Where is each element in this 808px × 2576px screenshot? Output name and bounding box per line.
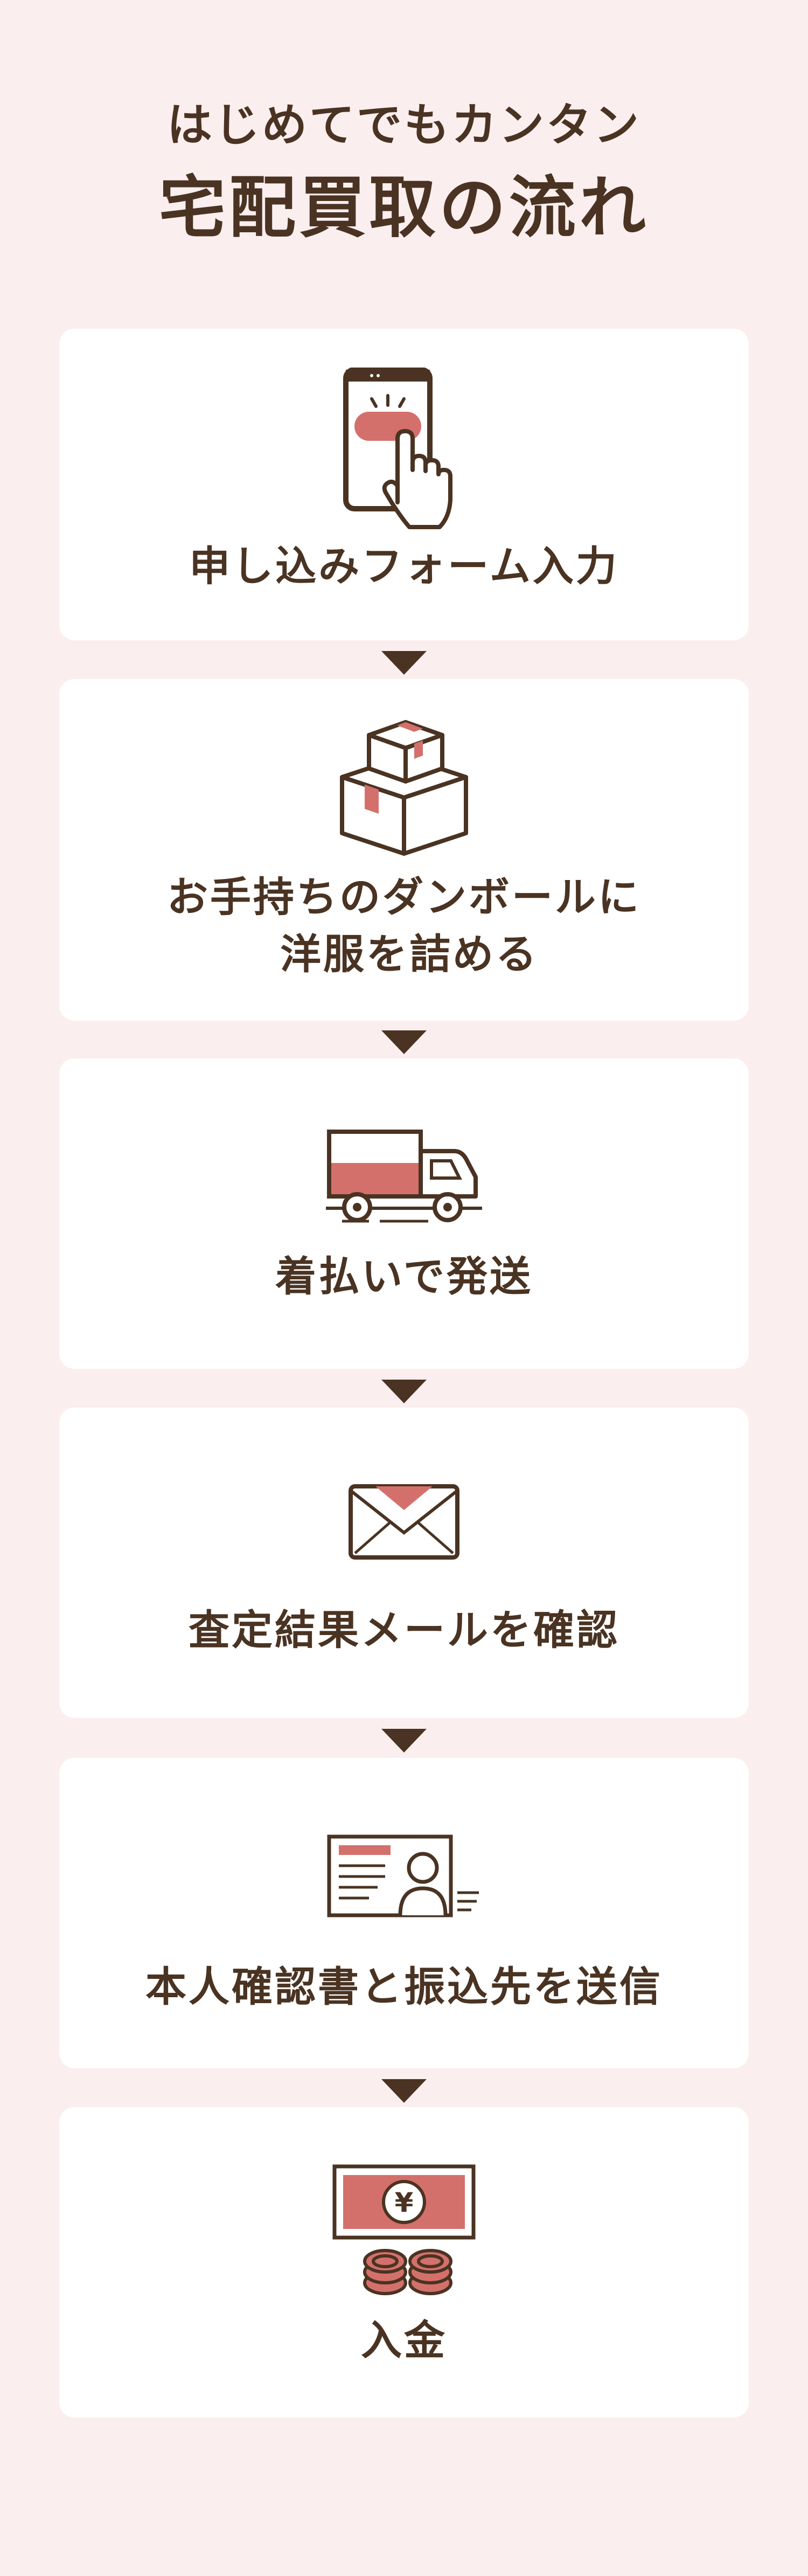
step-arrow-icon <box>381 2079 427 2103</box>
step-card-payment: ¥ 入金 <box>59 2107 749 2418</box>
step-label: お手持ちのダンボールに 洋服を詰める <box>59 869 749 984</box>
step-label: 着払いで発送 <box>275 1252 533 1300</box>
step-label: 本人確認書と振込先を送信 <box>145 1963 663 2011</box>
step-label-line: 洋服を詰める <box>280 930 539 979</box>
svg-text:¥: ¥ <box>395 2187 414 2218</box>
page-header: はじめてでもカンタン 宅配買取の流れ <box>0 102 808 241</box>
step-label-line: お手持ちのダンボールに <box>167 873 641 921</box>
step-arrow-icon <box>381 1380 427 1403</box>
step-card-assessment: 査定結果メールを確認 <box>59 1408 749 1718</box>
cardboard-boxes-icon <box>59 712 749 858</box>
envelope-icon <box>59 1483 749 1561</box>
money-yen-icon: ¥ <box>59 2163 749 2298</box>
step-label: 入金 <box>361 2316 447 2364</box>
step-arrow-icon <box>381 1030 427 1054</box>
step-arrow-icon <box>381 1729 427 1753</box>
step-label: 査定結果メールを確認 <box>189 1606 619 1654</box>
step-arrow-icon <box>381 651 427 675</box>
delivery-truck-icon <box>59 1127 749 1230</box>
step-label: 申し込みフォーム入力 <box>189 542 619 590</box>
id-card-icon <box>59 1833 749 1920</box>
page-subtitle: はじめてでもカンタン <box>166 99 641 151</box>
step-card-shipping: 着払いで発送 <box>59 1058 749 1369</box>
step-card-packing: お手持ちのダンボールに 洋服を詰める <box>59 679 749 1021</box>
page-title: 宅配買取の流れ <box>158 169 649 247</box>
step-card-application: 申し込みフォーム入力 <box>59 329 749 640</box>
smartphone-tap-icon <box>59 368 749 529</box>
step-card-identity: 本人確認書と振込先を送信 <box>59 1758 749 2068</box>
